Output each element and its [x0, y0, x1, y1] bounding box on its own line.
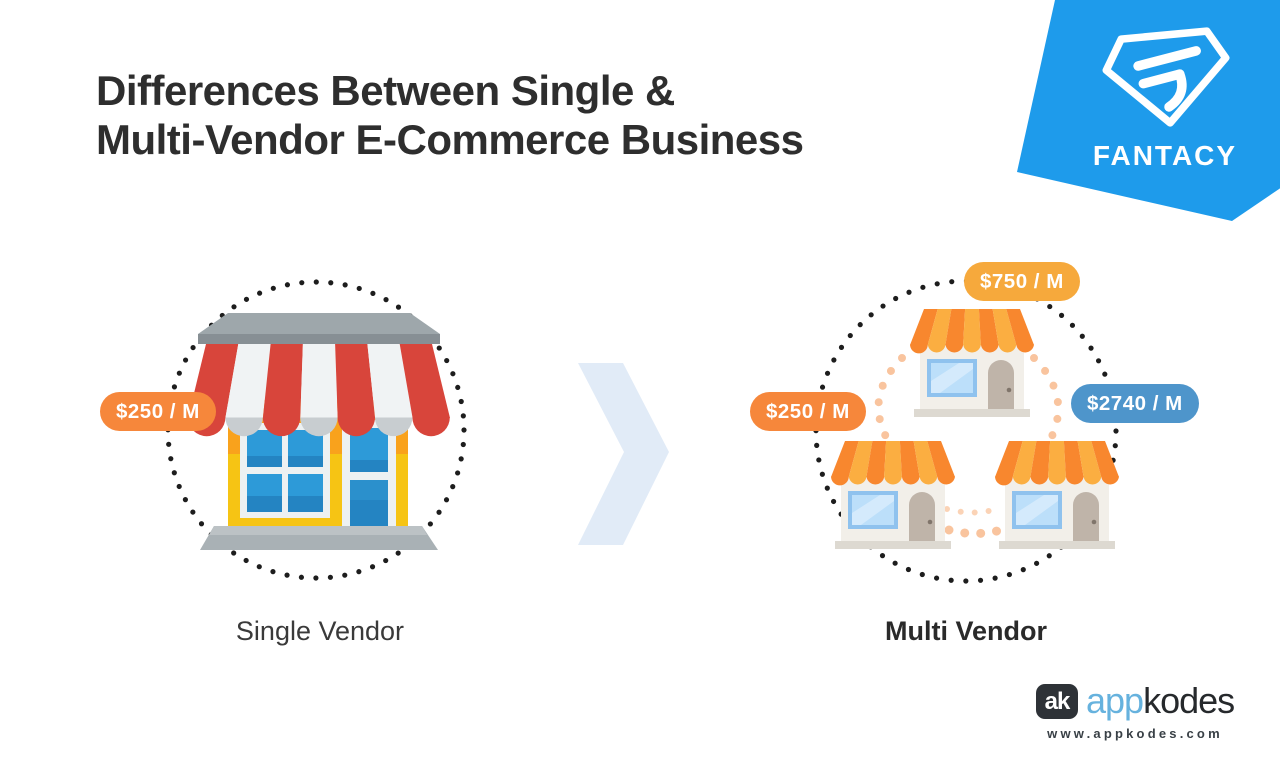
single-vendor-label: Single Vendor: [235, 616, 405, 646]
appkodes-wordmark-app: app: [1086, 680, 1144, 721]
appkodes-wordmark-kodes: kodes: [1143, 680, 1235, 721]
multi-vendor-price-text-right: $2740 / M: [1087, 391, 1183, 415]
chevron-right-icon: [578, 363, 669, 545]
multi-vendor-price-badge-right: $2740 / M: [1071, 384, 1199, 423]
multi-vendor-price-text-left: $250 / M: [766, 399, 850, 423]
page-title: Differences Between Single & Multi-Vendo…: [96, 66, 804, 164]
single-vendor-price-badge: $250 / M: [100, 392, 216, 431]
multi-vendor-price-badge-left: $250 / M: [750, 392, 866, 431]
page-title-line1: Differences Between Single &: [96, 67, 675, 114]
brand-name: FANTACY: [1093, 140, 1237, 171]
gem-f-icon: [1102, 27, 1230, 127]
brand-banner-art: FANTACY: [1017, 0, 1280, 221]
appkodes-wordmark: appkodes: [1086, 680, 1235, 722]
ak-monogram-icon: ak: [1036, 684, 1078, 719]
ak-monogram-text: ak: [1044, 687, 1071, 715]
page-title-line2: Multi-Vendor E-Commerce Business: [96, 116, 804, 163]
multi-vendor-price-text-top: $750 / M: [980, 269, 1064, 293]
single-storefront-icon: [188, 313, 450, 550]
multi-vendor-label: Multi Vendor: [885, 616, 1047, 646]
single-vendor-price-text: $250 / M: [116, 399, 200, 423]
vendor-connector-dots: [874, 354, 1063, 538]
website-url: www.appkodes.com: [1047, 726, 1223, 741]
multi-vendor-price-badge-top: $750 / M: [964, 262, 1080, 301]
brand-banner: FANTACY: [1012, 0, 1280, 226]
